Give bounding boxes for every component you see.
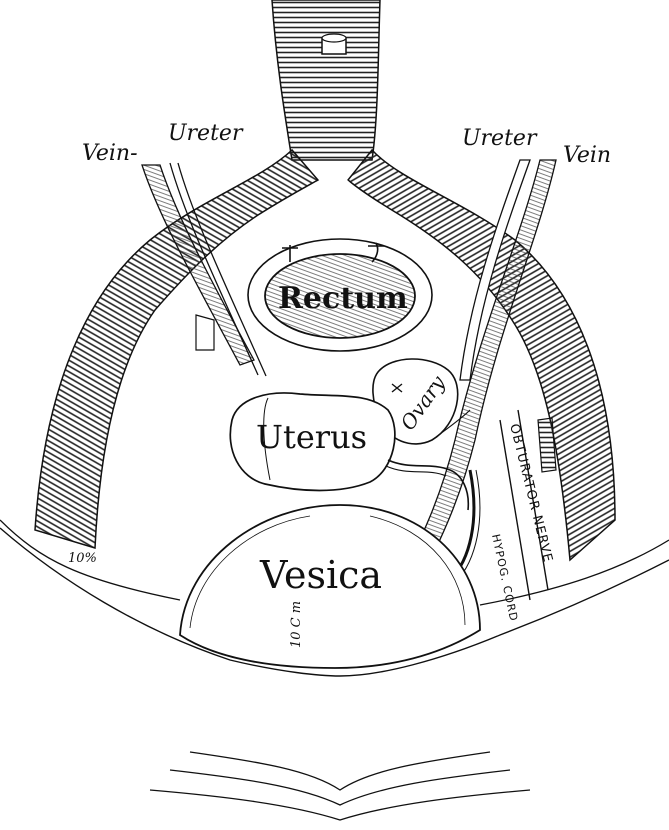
label-hypog-cord: HYPOG. CORD: [489, 533, 520, 623]
label-vein-left: Vein-: [82, 141, 138, 166]
label-uterus: Uterus: [256, 418, 367, 456]
label-ureter-right: Ureter: [462, 126, 538, 151]
label-vesica: Vesica: [259, 553, 382, 597]
aorta: [272, 0, 380, 160]
label-vein-right: Vein: [563, 143, 611, 168]
label-ureter-left: Ureter: [168, 121, 244, 146]
label-measure-left: 10%: [68, 551, 97, 566]
label-rectum: Rectum: [278, 281, 408, 316]
label-measure-center: 10 C m: [289, 601, 304, 648]
bottom-outline: [150, 752, 530, 820]
